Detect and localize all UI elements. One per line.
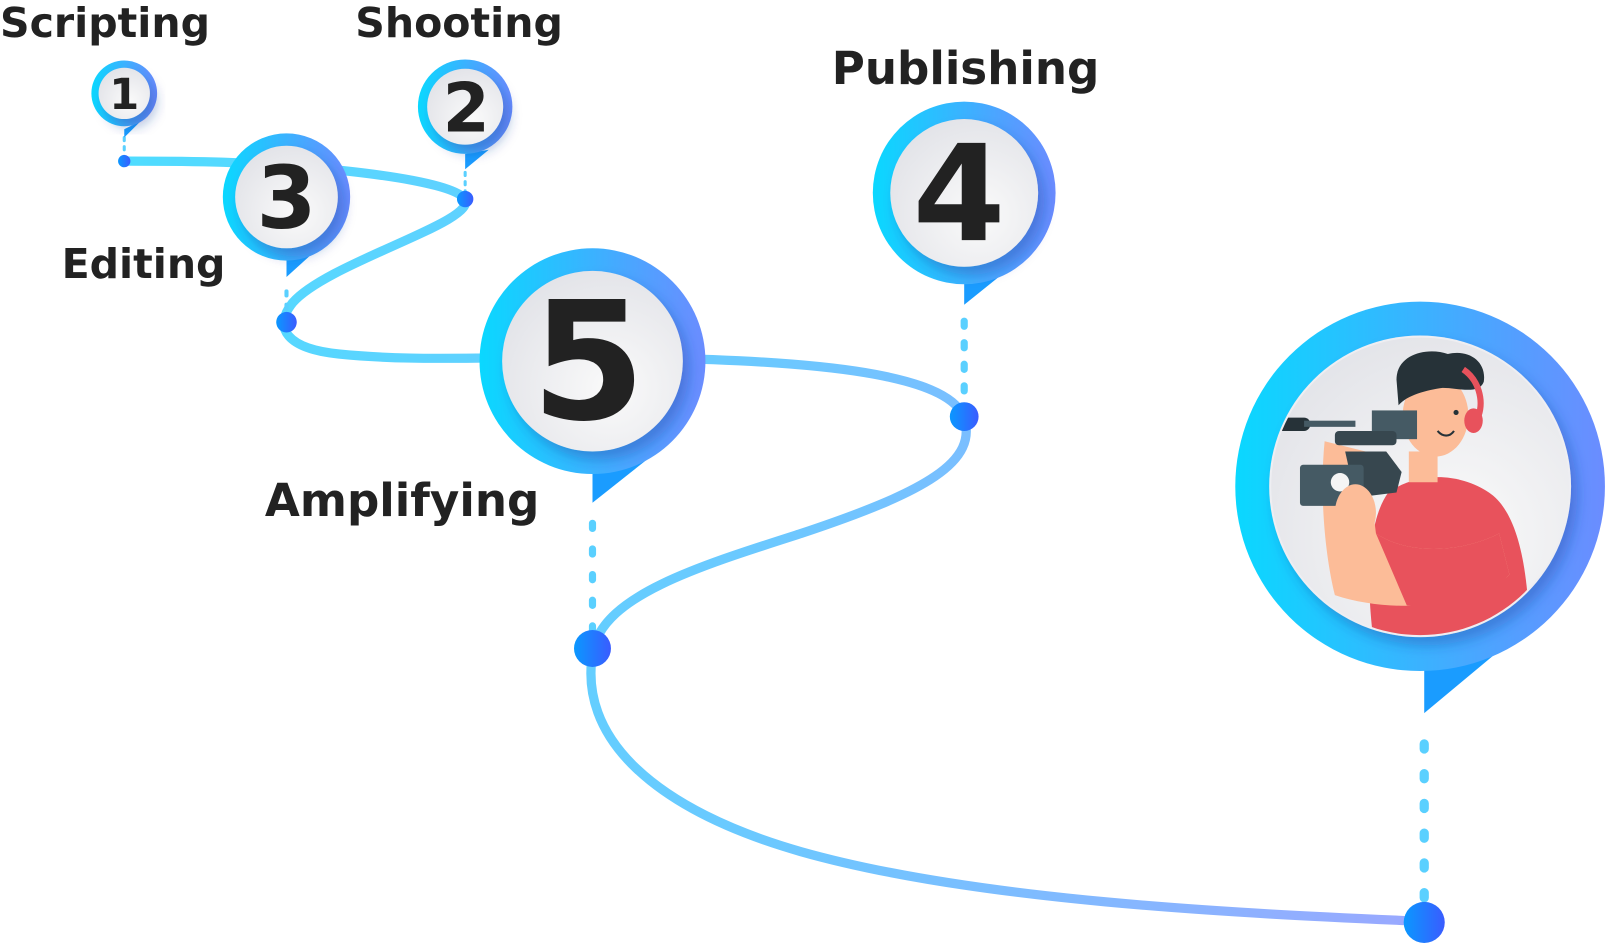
step-3-label: Editing (62, 240, 226, 288)
step-4-number: 4 (913, 117, 1006, 272)
step-5-number: 5 (531, 267, 645, 458)
headphone (1464, 408, 1483, 433)
step-1-number: 1 (109, 70, 139, 120)
step-1-label: Scripting (0, 0, 210, 47)
step-5-label: Amplifying (265, 474, 539, 527)
step-4-dot (949, 402, 979, 431)
videographer-illustration (1271, 337, 1570, 636)
face (1402, 374, 1469, 457)
step-3-number: 3 (256, 149, 316, 249)
hair (1396, 351, 1485, 406)
final-dot (1403, 901, 1445, 943)
step-2-label: Shooting (355, 0, 563, 47)
step-5-dot (574, 630, 611, 667)
step-5-pin[interactable]: 5 (479, 248, 706, 503)
step-2-dot (456, 190, 474, 208)
step-2-number: 2 (443, 68, 490, 147)
step-1-pin[interactable]: 1 (91, 60, 158, 138)
step-3-pin[interactable]: 3 (222, 133, 351, 278)
step-4-label: Publishing (832, 42, 1100, 95)
step-1-dot (118, 154, 131, 168)
videographer-pin[interactable] (1235, 301, 1605, 714)
step-3-dot (276, 311, 297, 333)
step-2-pin[interactable]: 2 (417, 59, 513, 170)
step-4-pin[interactable]: 4 (872, 101, 1056, 305)
workflow-path (119, 156, 1428, 927)
